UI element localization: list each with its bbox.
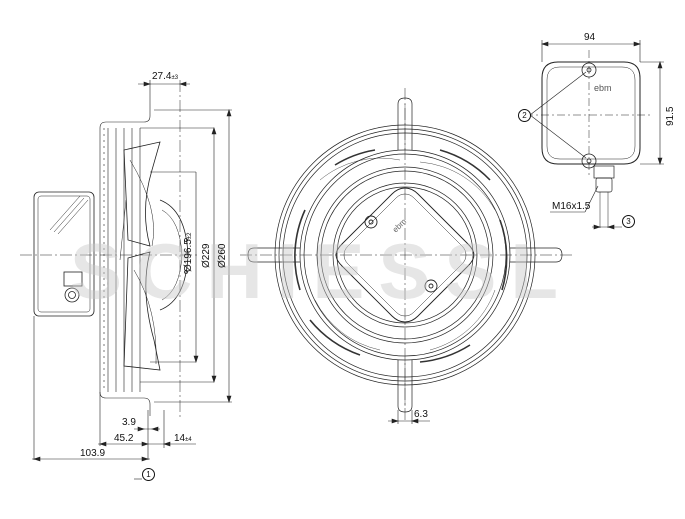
terminal-box-view [525,40,664,230]
fan-blades-side [119,141,189,371]
callout-2: 2 [518,109,531,122]
cable-gland-label: M16x1.5 [552,201,591,212]
callout-1: 1 [142,468,155,481]
guard-ribs [99,104,151,416]
dim-diameter-mid: Ø229 [201,243,212,268]
terminal-box-dimensions [529,40,664,230]
dim-14: 14±4 [174,433,192,444]
dim-top-offset: 27.4±3 [152,71,179,82]
motor-terminal-box [335,187,475,323]
side-view [20,80,232,480]
dim-diameter-inner: Ø196.5±2 [183,232,194,272]
dim-45-2: 45.2 [114,433,134,444]
bracket-dimension [388,410,430,424]
fan-blade-details [314,157,496,351]
brand-mark-box: ebm [594,83,612,93]
front-view [240,88,572,424]
dim-3-9: 3.9 [122,417,136,428]
dim-box-width: 94 [584,32,596,43]
callout-3: 3 [622,215,635,228]
fan-blades-front [294,149,508,363]
dim-overall-depth: 103.9 [80,448,106,459]
dim-box-height: 91.5 [665,106,676,126]
dim-diameter-outer: Ø260 [217,243,228,268]
dim-bracket-width: 6.3 [414,409,428,420]
side-dimensions [32,80,232,480]
side-terminal-box [33,191,95,317]
